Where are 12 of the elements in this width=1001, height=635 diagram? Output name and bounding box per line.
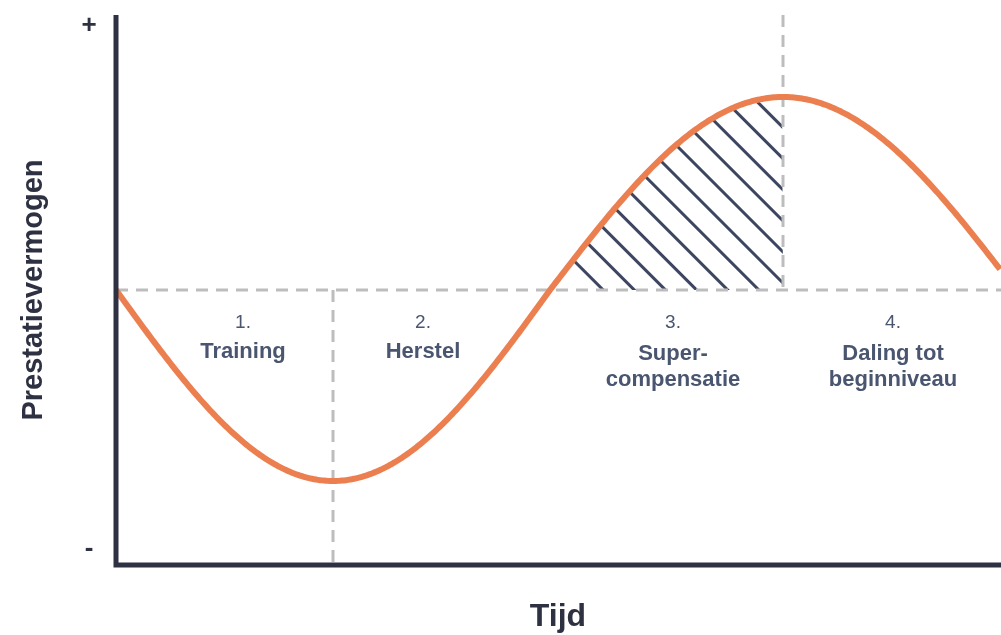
phase-number: 2.	[414, 310, 432, 334]
phase-name: Super- compensatie	[604, 339, 742, 393]
y-axis-title: Prestatievermogen	[14, 158, 49, 423]
phase-name: Herstel	[384, 337, 462, 365]
x-axis-title: Tijd	[528, 595, 588, 635]
phase-name: Daling tot beginniveau	[827, 339, 959, 393]
phase-number: 4.	[884, 310, 902, 334]
phase-name: Training	[199, 337, 287, 365]
phase-number: 3.	[664, 310, 682, 334]
axis-min-sign: -	[83, 532, 95, 564]
axis-max-sign: +	[80, 9, 98, 41]
phase-number: 1.	[234, 310, 252, 334]
